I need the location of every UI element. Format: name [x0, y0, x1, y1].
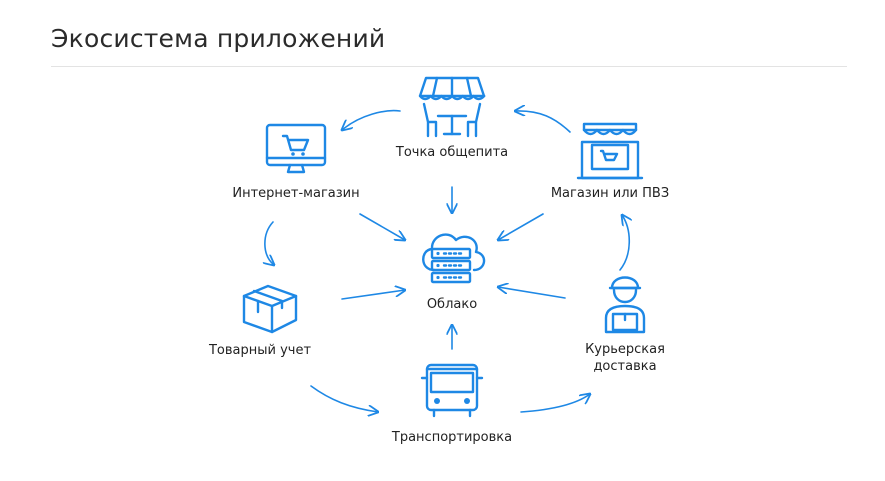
courier-icon	[604, 276, 646, 334]
label-online-store: Интернет-магазин	[232, 186, 360, 201]
bus-icon	[420, 363, 484, 418]
label-store-pickup: Магазин или ПВЗ	[550, 186, 670, 201]
store-icon	[576, 122, 644, 180]
arrow-store-to-cloud	[498, 213, 544, 240]
arrow-inventory-to-transport	[310, 385, 378, 412]
arrow-transport-to-courier	[520, 394, 590, 413]
arrow-cafe-to-online	[342, 109, 401, 130]
cloud-server-icon	[422, 233, 486, 284]
title-divider	[51, 66, 847, 67]
label-cafe: Точка общепита	[395, 145, 509, 160]
label-cloud: Облако	[426, 297, 478, 312]
label-transport: Транспортировка	[391, 430, 513, 445]
page-title: Экосистема приложений	[51, 24, 386, 53]
label-inventory: Товарный учет	[208, 343, 312, 358]
arrow-store-to-cafe	[515, 111, 571, 133]
arrow-courier-to-store	[619, 215, 629, 271]
arrow-inventory-to-cloud	[341, 290, 405, 300]
arrow-courier-to-cloud	[498, 287, 566, 299]
label-courier-line1: Курьерская	[585, 342, 665, 357]
computer-cart-icon	[265, 123, 327, 174]
label-courier-line2: доставка	[593, 359, 657, 374]
flow-arrows	[265, 111, 629, 412]
box-icon	[242, 284, 298, 334]
arrow-online-to-cloud	[359, 213, 405, 240]
cafe-icon	[418, 76, 486, 138]
arrow-online-to-inventory	[265, 221, 274, 265]
